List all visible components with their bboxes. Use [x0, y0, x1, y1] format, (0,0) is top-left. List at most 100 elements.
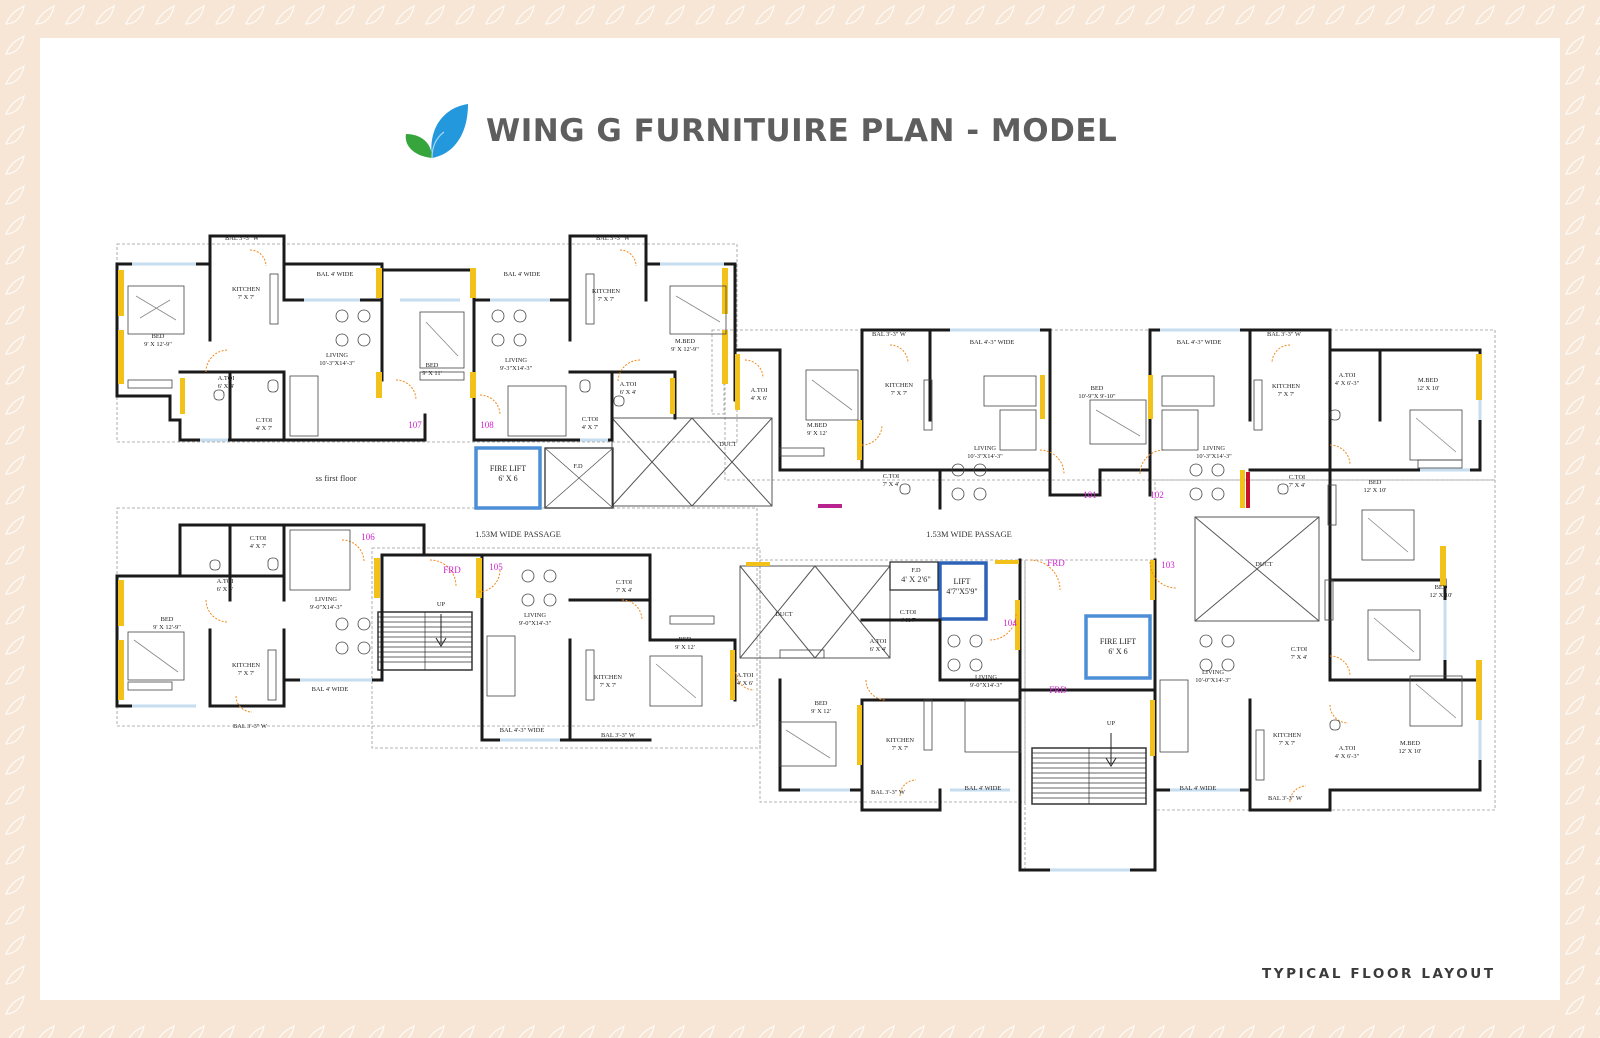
room-label: C.TOI [256, 417, 272, 424]
room-dims: 4' X 7' [900, 617, 917, 624]
balcony-label: BAL 3'-3" W [1267, 331, 1302, 338]
leaf-pattern-icon [5, 4, 25, 25]
leaf-pattern-icon [5, 64, 25, 85]
room-dims: 9' X 11' [422, 370, 441, 377]
room-label: KITCHEN [592, 288, 620, 295]
leaf-pattern-icon [1298, 1024, 1315, 1038]
room-label: LIVING [505, 357, 527, 364]
room-dims: 7' X 7' [891, 390, 908, 397]
leaf-pattern-icon [5, 964, 25, 985]
balcony-label: BAL 3'-3" W [596, 235, 631, 242]
leaf-pattern-icon [845, 4, 865, 25]
room-dims: 9'-0"X14'-3" [970, 682, 1003, 689]
room-dims: 4' X 6'-3" [1335, 380, 1360, 387]
room-label: A.TOI [1339, 745, 1356, 752]
leaf-pattern-icon [1445, 4, 1465, 25]
room-label: KITCHEN [232, 286, 260, 293]
leaf-pattern-icon [515, 4, 535, 25]
room-label: KITCHEN [1272, 383, 1300, 390]
room-label: LIVING [326, 352, 348, 359]
room-label: C.TOI [582, 416, 598, 423]
room-dims: 6' X 4' [620, 389, 637, 396]
leaf-pattern-icon [248, 1024, 265, 1038]
leaf-pattern-icon [5, 454, 25, 475]
leaf-pattern-icon [5, 784, 25, 805]
leaf-pattern-icon [5, 574, 25, 595]
leaf-pattern-icon [338, 1024, 355, 1038]
room-label: A.TOI [620, 381, 637, 388]
leaf-pattern-icon [815, 4, 835, 25]
room-label: KITCHEN [885, 382, 913, 389]
leaf-pattern-icon [8, 1024, 25, 1038]
balcony-label: BAL 4' WIDE [312, 686, 349, 693]
leaf-pattern-icon [575, 4, 595, 25]
unit-number: 102 [1150, 490, 1164, 500]
leaf-pattern-icon [698, 1024, 715, 1038]
room-label: LIVING [975, 674, 997, 681]
leaf-pattern-icon [5, 814, 25, 835]
annotation-label: DUCT [719, 441, 736, 448]
leaf-pattern-icon [488, 1024, 505, 1038]
unit-number: 104 [1003, 618, 1017, 628]
leaf-pattern-icon [938, 1024, 955, 1038]
lift-dims: 6' X 6 [498, 474, 517, 483]
room-label: KITCHEN [594, 674, 622, 681]
room-label: LIVING [1203, 445, 1225, 452]
leaf-pattern-icon [1355, 4, 1375, 25]
leaf-pattern-icon [995, 4, 1015, 25]
room-label: A.TOI [737, 672, 754, 679]
leaf-pattern-icon [5, 754, 25, 775]
leaf-pattern-icon [1565, 544, 1585, 565]
leaf-pattern-icon [1565, 394, 1585, 415]
leaf-pattern-icon [1028, 1024, 1045, 1038]
leaf-pattern-icon [5, 874, 25, 895]
room-dims: 4' X 7' [250, 543, 267, 550]
leaf-pattern-icon [1565, 904, 1585, 925]
leaf-pattern-icon [1565, 34, 1585, 55]
balcony-label: BAL 4'-3" WIDE [500, 727, 545, 734]
room-dims: 9' X 12' [675, 644, 695, 651]
leaf-pattern-icon [98, 1024, 115, 1038]
yellow-openings [118, 268, 1482, 765]
leaf-pattern-icon [1565, 694, 1585, 715]
leaf-pattern-icon [1538, 1024, 1555, 1038]
leaf-pattern-icon [1205, 4, 1225, 25]
leaf-pattern-icon [968, 1024, 985, 1038]
ducts [611, 417, 1320, 659]
leaf-pattern-icon [5, 244, 25, 265]
leaf-pattern-icon [68, 1024, 85, 1038]
leaf-pattern-icon [1565, 364, 1585, 385]
leaf-pattern-icon [518, 1024, 535, 1038]
room-dims: 12' X 10' [1399, 748, 1422, 755]
leaf-pattern-icon [1565, 994, 1585, 1015]
leaf-pattern-icon [1475, 4, 1495, 25]
room-dims: 12' X 10' [1417, 385, 1440, 392]
room-dims: 7' X 7' [238, 670, 255, 677]
lift-dims: 6' X 6 [1108, 647, 1127, 656]
room-label: M.BED [1418, 377, 1438, 384]
leaf-pattern-icon [95, 4, 115, 25]
room-label: C.TOI [616, 579, 632, 586]
leaf-pattern-icon [1328, 1024, 1345, 1038]
room-dims: 7' X 7' [598, 296, 615, 303]
room-label: LIVING [1202, 669, 1224, 676]
leaf-pattern-icon [5, 694, 25, 715]
room-label: BED [161, 616, 174, 623]
leaf-pattern-icon [608, 1024, 625, 1038]
leaf-pattern-icon [1565, 94, 1585, 115]
leaf-pattern-icon [1415, 4, 1435, 25]
room-dims: 6' X 4' [217, 586, 234, 593]
unit-number: 106 [361, 532, 375, 542]
leaf-pattern-icon [545, 4, 565, 25]
page-title: WING G FURNITUIRE PLAN - MODEL [486, 113, 1118, 149]
room-label: C.TOI [1291, 646, 1307, 653]
leaf-pattern-icon [38, 1024, 55, 1038]
leaf-pattern-icon [578, 1024, 595, 1038]
arrow-down-icon [435, 614, 1117, 767]
leaf-pattern-icon [1265, 4, 1285, 25]
annotation-label: 1.53M WIDE PASSAGE [926, 529, 1012, 539]
leaf-pattern-icon [635, 4, 655, 25]
annotation-label: 1.53M WIDE PASSAGE [475, 529, 561, 539]
room-label: KITCHEN [886, 737, 914, 744]
